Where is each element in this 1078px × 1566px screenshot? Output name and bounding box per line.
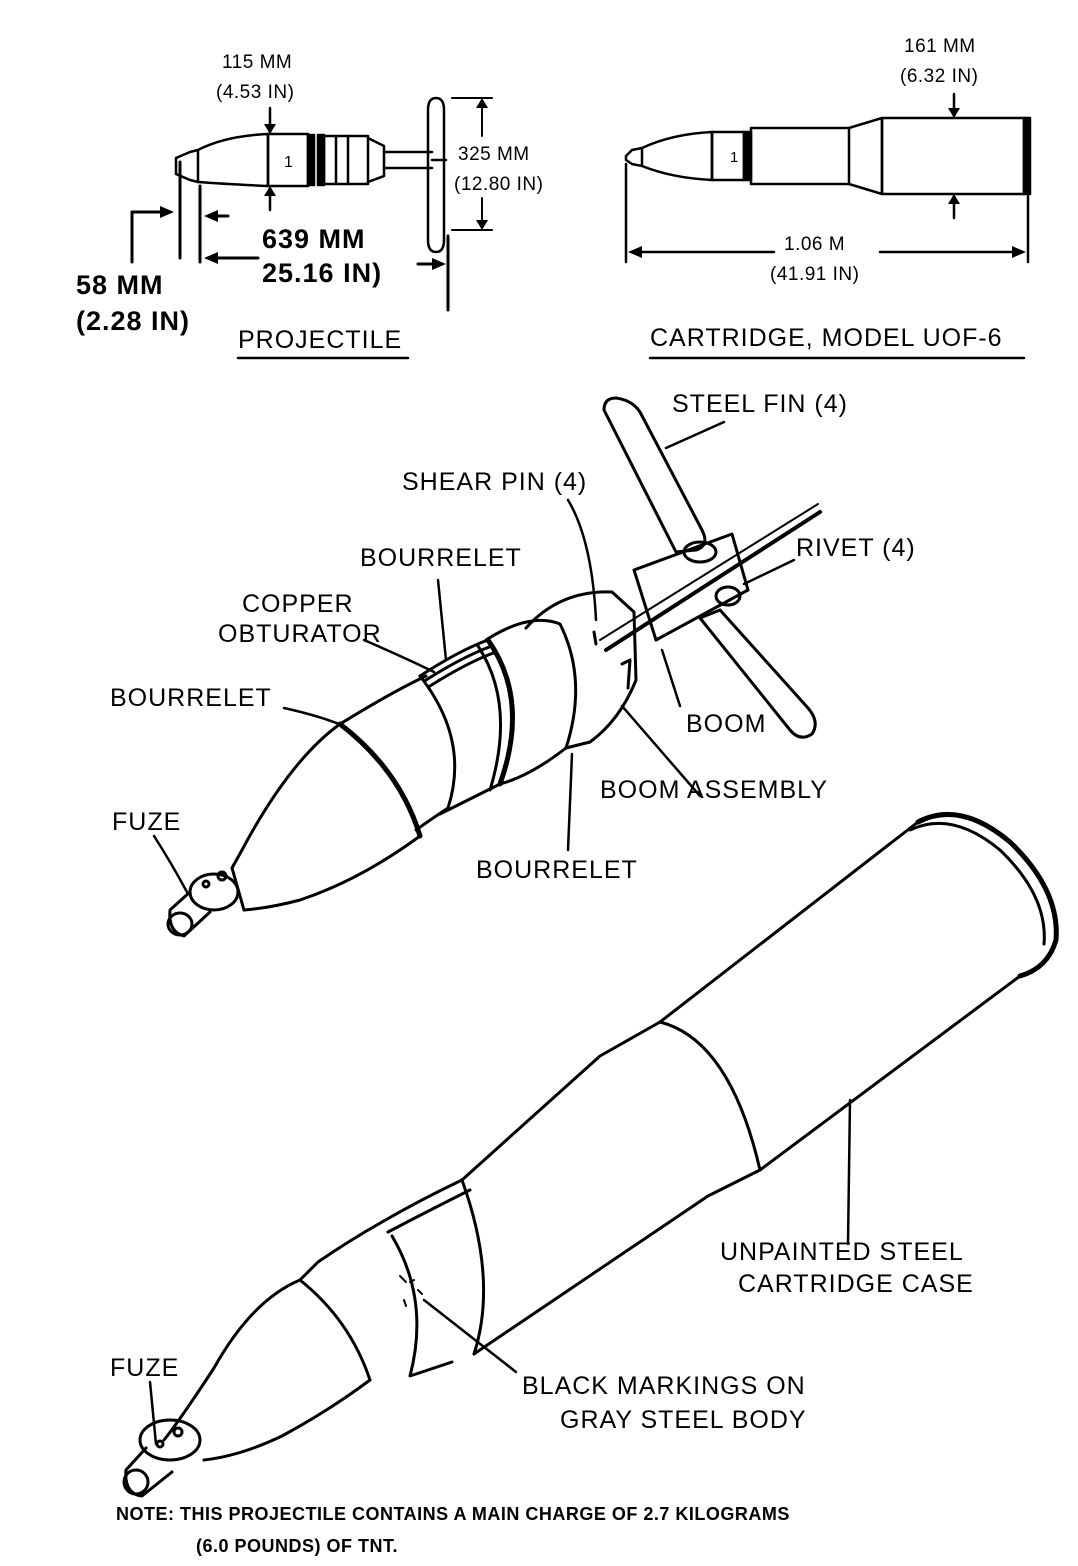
label-boom-assembly: BOOM ASSEMBLY xyxy=(600,776,828,804)
label-fuze-projectile: FUZE xyxy=(112,808,181,836)
dim-fin-span-arrow-top xyxy=(476,98,488,108)
dim-length-mm: 639 MM xyxy=(262,224,366,254)
dim-cartridge-length-marker xyxy=(624,162,1030,264)
label-copper-obturator-2: OBTURATOR xyxy=(218,620,382,648)
cartridge-isometric-drawing xyxy=(122,811,1059,1498)
label-boom: BOOM xyxy=(686,710,766,738)
dim-fin-span-mm: 325 MM xyxy=(458,144,530,165)
projectile-side-drawing xyxy=(174,96,448,254)
note-line-1: NOTE: THIS PROJECTILE CONTAINS A MAIN CH… xyxy=(116,1504,790,1524)
projectile-isometric-drawing xyxy=(166,396,822,938)
label-bourrelet-top: BOURRELET xyxy=(360,544,522,572)
body-markings xyxy=(399,1275,423,1307)
cartridge-side-drawing xyxy=(624,116,1032,196)
dim-diameter-arrow-bottom xyxy=(264,186,276,196)
note-line-2: (6.0 POUNDS) OF TNT. xyxy=(196,1536,398,1556)
label-copper-obturator-1: COPPER xyxy=(242,590,354,618)
dim-length-arrow-left xyxy=(204,252,218,264)
cartridge-side-view: 1 161 MM (6.32 IN) 1.06 M (41.91 IN) CAR… xyxy=(624,36,1032,360)
label-cartridge-case: CARTRIDGE CASE xyxy=(738,1270,974,1298)
note-block: NOTE: THIS PROJECTILE CONTAINS A MAIN CH… xyxy=(116,1504,790,1556)
dim-fuze-mm: 58 MM xyxy=(76,270,164,300)
projectile-side-view: 1 115 MM (4.53 IN) 325 MM (12.80 IN) xyxy=(76,52,543,360)
cartridge-leader-lines xyxy=(148,1098,852,1446)
dim-fuze-arrow-right xyxy=(204,210,218,222)
dim-case-diameter-mm: 161 MM xyxy=(904,36,976,57)
dim-fuze-in: (2.28 IN) xyxy=(76,306,190,336)
cartridge-body-mark: 1 xyxy=(730,149,738,166)
label-black-markings: BLACK MARKINGS ON xyxy=(522,1372,806,1400)
cartridge-isometric-view: UNPAINTED STEEL CARTRIDGE CASE BLACK MAR… xyxy=(110,811,1059,1498)
dim-fuze-marker xyxy=(130,160,230,264)
label-unpainted-steel: UNPAINTED STEEL xyxy=(720,1238,964,1266)
dim-cartridge-length-arrow-left xyxy=(628,246,642,258)
label-gray-steel-body: GRAY STEEL BODY xyxy=(560,1406,807,1434)
label-bourrelet-left: BOURRELET xyxy=(110,684,272,712)
dim-fin-span-in: (12.80 IN) xyxy=(454,174,543,195)
dim-diameter-mm: 115 MM xyxy=(222,52,292,73)
projectile-title: PROJECTILE xyxy=(238,326,402,354)
dim-fuze-arrow-left xyxy=(160,206,174,218)
dim-length-in: 25.16 IN) xyxy=(262,258,382,288)
dim-diameter-in: (4.53 IN) xyxy=(216,82,294,103)
dim-fin-span-arrow-bottom xyxy=(476,220,488,230)
projectile-body-mark: 1 xyxy=(284,154,293,171)
projectile-leader-lines xyxy=(152,420,796,896)
dim-case-diameter-arrow-bottom xyxy=(948,194,960,204)
cartridge-title: CARTRIDGE, MODEL UOF-6 xyxy=(650,324,1003,352)
dim-cartridge-length-m: 1.06 M xyxy=(784,234,845,255)
label-steel-fin: STEEL FIN (4) xyxy=(672,390,848,418)
label-rivet: RIVET (4) xyxy=(796,534,916,562)
dim-diameter-arrow-top xyxy=(264,124,276,134)
label-fuze-cartridge: FUZE xyxy=(110,1354,179,1382)
dim-length-arrow-right xyxy=(432,258,446,270)
dim-case-diameter-in: (6.32 IN) xyxy=(900,66,978,87)
dim-cartridge-length-in: (41.91 IN) xyxy=(770,264,859,285)
label-bourrelet-bottom: BOURRELET xyxy=(476,856,638,884)
projectile-isometric-view: STEEL FIN (4) SHEAR PIN (4) RIVET (4) BO… xyxy=(110,390,916,938)
label-shear-pin: SHEAR PIN (4) xyxy=(402,468,587,496)
dim-cartridge-length-arrow-right xyxy=(1012,246,1026,258)
dim-case-diameter-arrow-top xyxy=(948,108,960,118)
